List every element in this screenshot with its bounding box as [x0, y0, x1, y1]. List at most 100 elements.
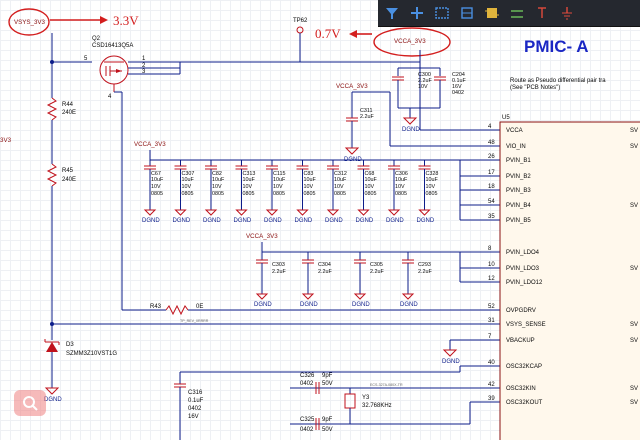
vsys-arrow-head	[100, 16, 108, 24]
crosshair-add-icon[interactable]	[406, 2, 428, 24]
pin-name: VIO_IN	[506, 144, 526, 150]
u5-ic-body[interactable]	[499, 121, 640, 445]
q2-pin-3: 3	[142, 69, 146, 75]
vcca-top-net-label: VCCA_3V3	[394, 38, 426, 45]
vsys-highlight-ellipse	[8, 8, 50, 36]
cap-pkg: 0805	[151, 191, 163, 197]
c204-volt: 16V	[452, 84, 462, 90]
cap-value: 10uF	[304, 177, 317, 183]
svg-text:DGND: DGND	[442, 359, 460, 365]
wire-tool-icon[interactable]	[456, 2, 478, 24]
power-port-icon[interactable]	[531, 2, 553, 24]
pin-name: VCCA	[506, 128, 523, 134]
c326-pkg: 0402	[300, 381, 314, 387]
left-edge-net-label: 3V3	[0, 137, 12, 144]
pin-name: PVIN_LDO3	[506, 266, 540, 272]
cap-pkg: 0805	[273, 191, 285, 197]
cap-volt: 10V	[365, 184, 375, 190]
pin-number: 4	[488, 124, 492, 130]
y3-crystal-symbol	[344, 393, 356, 409]
component-icon[interactable]	[481, 2, 503, 24]
cap-value: 2.2uF	[370, 269, 384, 275]
u5-right-pin-stub: SV	[630, 400, 638, 406]
pin-name: OVPGDRV	[506, 308, 536, 314]
r45-ref: R45	[62, 168, 74, 174]
c204-value: 0.1uF	[452, 78, 466, 84]
pin-name: PVIN_B2	[506, 174, 531, 180]
cap-volt: 10V	[426, 184, 436, 190]
cap-volt: 10V	[212, 184, 222, 190]
svg-text:DGND: DGND	[356, 218, 374, 224]
q2-pin-1: 1	[142, 56, 146, 62]
cap-value: 10uF	[426, 177, 439, 183]
cap-volt: 10V	[395, 184, 405, 190]
dgnd-symbol: DGND	[325, 209, 343, 224]
cap-value: 2.2uF	[318, 269, 332, 275]
pin-number: 39	[488, 396, 495, 402]
pin-name: OSC32KOUT	[506, 400, 543, 406]
c326-value: 9pF	[322, 373, 333, 379]
route-note-line1: Route as Pseudo differential pair tra	[510, 78, 606, 84]
y3-ref: Y3	[362, 395, 370, 401]
r43-value: 0E	[196, 304, 203, 310]
svg-text:DGND: DGND	[142, 218, 160, 224]
u5-right-pin-stub: SV	[630, 128, 638, 134]
vsys-net-label: VSYS_3V3	[14, 19, 46, 26]
c204-pkg: 0402	[452, 90, 464, 96]
dgnd-symbol: DGND	[352, 293, 370, 308]
cap-value: 2.2uF	[418, 269, 432, 275]
cap-ref: C303	[272, 262, 285, 268]
r43-symbol	[165, 304, 189, 316]
vcca-ldo-net-label: VCCA_3V3	[246, 233, 278, 240]
dgnd-symbol: DGND	[234, 209, 252, 224]
select-rect-icon[interactable]	[431, 2, 453, 24]
c316-value: 0.1uF	[188, 398, 204, 404]
svg-text:DGND: DGND	[386, 218, 404, 224]
dgnd-symbol: DGND	[400, 293, 418, 308]
pin-number: 10	[488, 262, 495, 268]
filter-icon[interactable]	[381, 2, 403, 24]
svg-text:DGND: DGND	[203, 218, 221, 224]
dgnd-symbol: DGND	[142, 209, 160, 224]
cap-ref: C307	[182, 171, 195, 177]
cap-value: 10uF	[395, 177, 408, 183]
cap-pkg: 0805	[304, 191, 316, 197]
vcca-voltage-annotation: 0.7V	[315, 26, 341, 41]
ground-icon[interactable]	[556, 2, 578, 24]
svg-text:DGND: DGND	[417, 218, 435, 224]
cap-pkg: 0805	[365, 191, 377, 197]
r43-ref: R43	[150, 304, 162, 310]
net-label-icon[interactable]	[506, 2, 528, 24]
